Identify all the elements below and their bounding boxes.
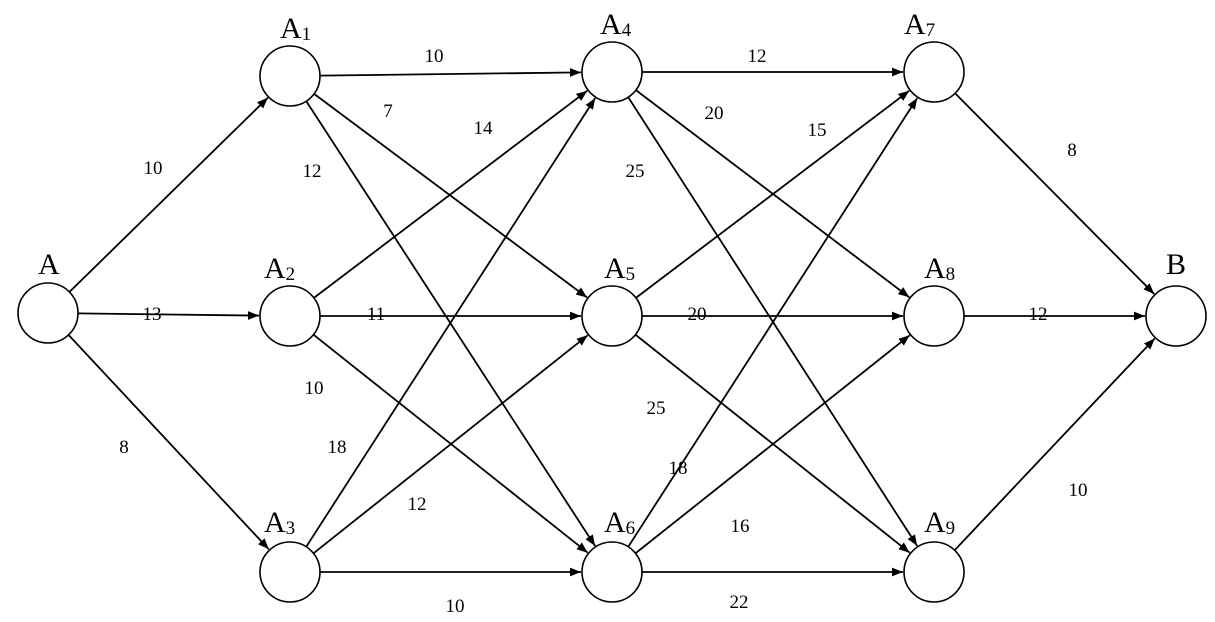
node-label-subscript: 7 [926, 20, 936, 41]
edge-weight-a6-a8: 16 [731, 516, 750, 537]
node-label-b: B [1166, 248, 1186, 281]
edge-a1-to-a5 [313, 93, 588, 299]
edge-weight-a3-a5: 12 [408, 494, 427, 515]
edge-weight-a5-a9: 25 [647, 398, 666, 419]
edge-weight-a9-b: 10 [1069, 480, 1088, 501]
edge-weight-a5-a7: 15 [808, 120, 827, 141]
node-a7 [903, 41, 965, 103]
node-label-letter: A [904, 8, 926, 41]
edge-weight-a-a3: 8 [119, 437, 129, 458]
edge-weight-a-a1: 10 [144, 158, 163, 179]
edge-a5-to-a7 [635, 89, 910, 299]
edge-a-to-a3 [67, 334, 270, 550]
node-label-letter: A [264, 506, 286, 539]
node-label-a7: A7 [904, 8, 935, 41]
node-label-subscript: 3 [286, 518, 296, 539]
node-label-subscript: 4 [622, 20, 632, 41]
node-a6 [581, 541, 643, 603]
node-a5 [581, 285, 643, 347]
node-a [17, 282, 79, 344]
edge-weight-a8-b: 12 [1029, 304, 1048, 325]
node-label-letter: A [604, 506, 626, 539]
edge-weight-a1-a4: 10 [425, 46, 444, 67]
node-a8 [903, 285, 965, 347]
node-label-subscript: 9 [946, 518, 956, 539]
node-label-a6: A6 [604, 506, 635, 539]
node-a4 [581, 41, 643, 103]
edge-weight-a2-a4: 14 [474, 118, 494, 139]
node-label-letter: A [604, 252, 626, 285]
node-b [1145, 285, 1207, 347]
node-label-subscript: 1 [302, 24, 312, 45]
edge-a3-to-a5 [312, 334, 589, 555]
edge-weight-a4-a7: 12 [748, 46, 767, 67]
node-label-a9: A9 [924, 506, 955, 539]
node-label-a: A [38, 248, 60, 281]
edge-weight-a5-a8: 20 [688, 304, 707, 325]
node-label-a2: A2 [264, 252, 295, 285]
node-a1 [259, 45, 321, 107]
node-label-letter: B [1166, 248, 1186, 281]
edge-weight-a-a2: 13 [143, 304, 162, 325]
edge-weight-a3-a6: 10 [446, 596, 465, 617]
edge-a6-to-a7 [627, 97, 918, 548]
edge-a-to-a2 [77, 311, 260, 320]
node-a2 [259, 285, 321, 347]
node-label-letter: A [280, 12, 302, 45]
node-label-letter: A [924, 506, 946, 539]
edges-layer [67, 67, 1156, 577]
node-a3 [259, 541, 321, 603]
edge-a9-to-b [953, 337, 1156, 551]
edge-weight-a7-b: 8 [1067, 140, 1077, 161]
edge-weight-a2-a5: 11 [367, 304, 385, 325]
edge-a1-to-a4 [319, 68, 582, 77]
node-label-letter: A [924, 252, 946, 285]
node-label-subscript: 2 [286, 264, 296, 285]
node-label-a3: A3 [264, 506, 295, 539]
node-label-letter: A [264, 252, 286, 285]
edge-a7-to-b [954, 92, 1155, 295]
node-label-a8: A8 [924, 252, 955, 285]
edge-weight-a4-a9: 25 [626, 161, 645, 182]
node-label-letter: A [600, 8, 622, 41]
node-label-a4: A4 [600, 8, 632, 41]
node-label-letter: A [38, 248, 60, 281]
node-label-subscript: 5 [626, 264, 636, 285]
edge-weight-a6-a9: 22 [730, 592, 749, 613]
node-a9 [903, 541, 965, 603]
edge-weight-a2-a6: 10 [305, 378, 324, 399]
node-label-a5: A5 [604, 252, 635, 285]
edge-weight-a4-a8: 20 [705, 103, 724, 124]
node-label-subscript: 6 [626, 518, 636, 539]
weights-layer: 1013810712141110181210122025152025181622… [119, 46, 1087, 617]
edge-weight-a6-a7: 18 [669, 458, 688, 479]
edge-a3-to-a4 [305, 97, 596, 548]
node-label-a1: A1 [280, 12, 311, 45]
edge-a6-to-a8 [634, 334, 911, 555]
edge-a2-to-a4 [313, 89, 588, 299]
edge-weight-a3-a4: 18 [328, 437, 347, 458]
edge-weight-a1-a5: 7 [383, 101, 393, 122]
edge-a-to-a1 [68, 97, 269, 293]
node-label-subscript: 8 [946, 264, 956, 285]
edge-weight-a1-a6: 12 [303, 161, 322, 182]
